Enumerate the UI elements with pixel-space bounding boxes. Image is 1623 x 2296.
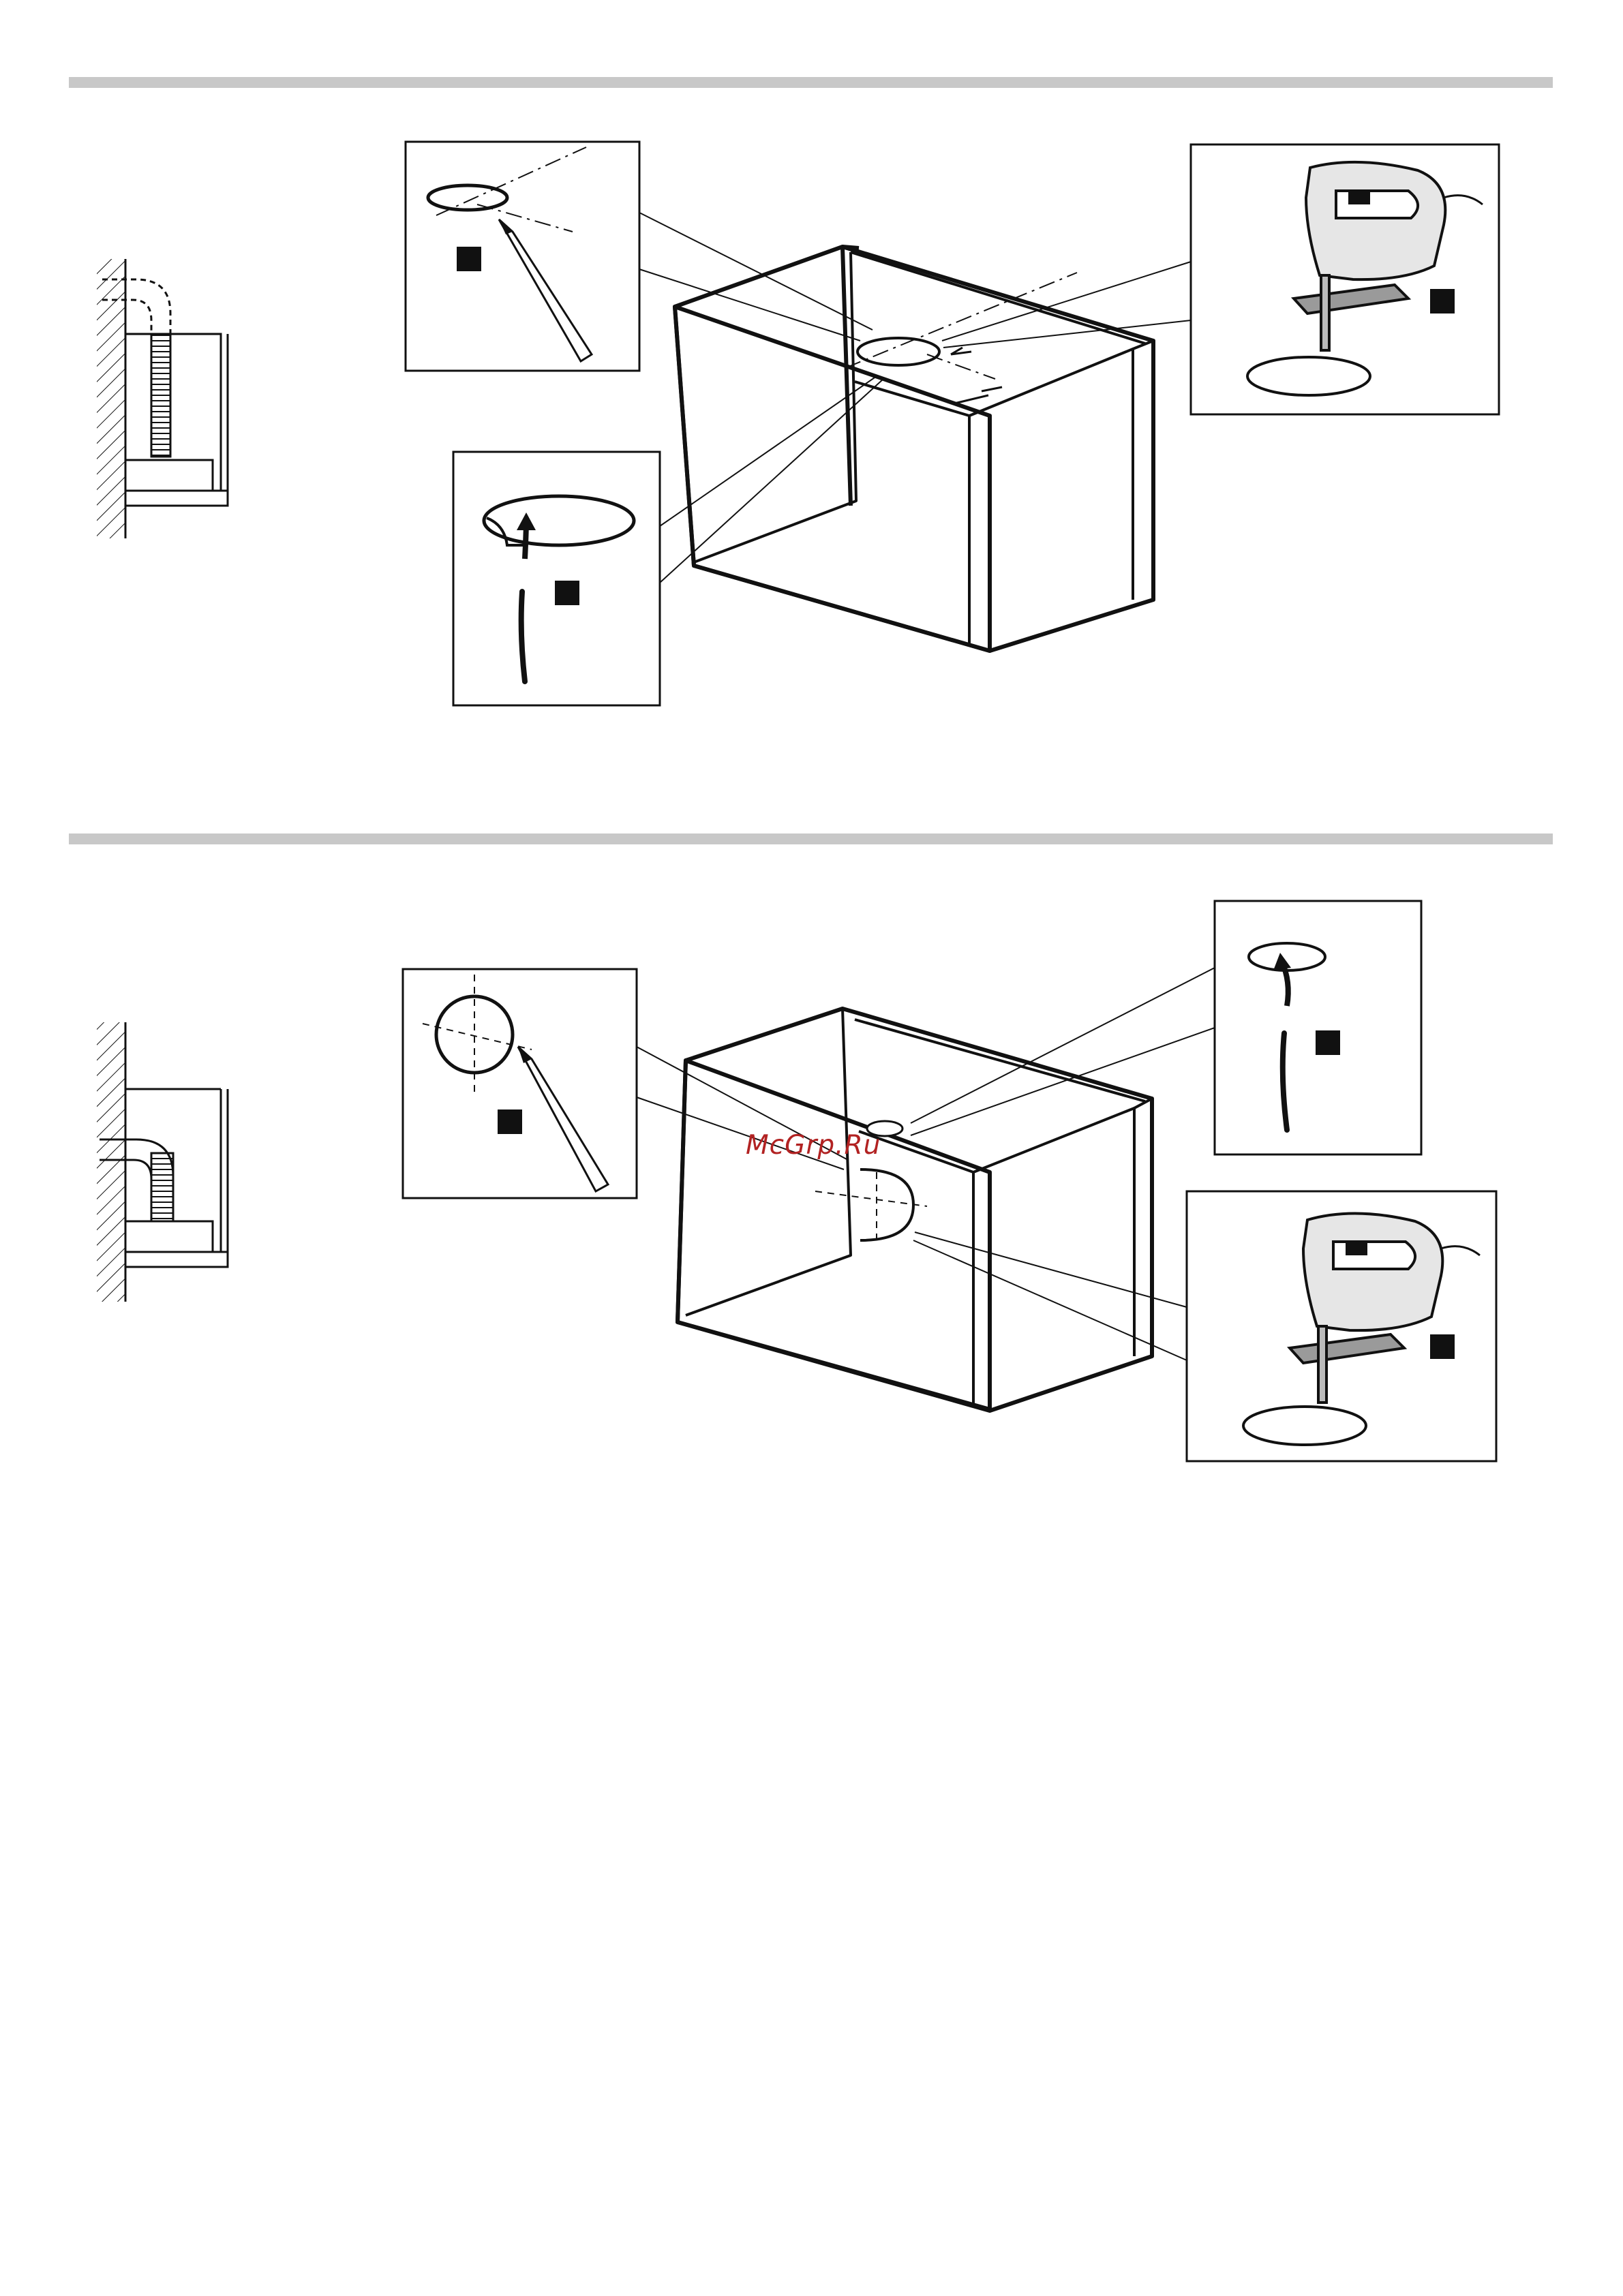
step-marker (1430, 289, 1455, 313)
inset-cutting-top (1191, 144, 1499, 414)
inset-cutting-rear (1187, 1191, 1496, 1461)
cabinet-rear-exit (678, 1009, 1152, 1411)
inset-removing-rear (1215, 901, 1421, 1154)
step-marker (1316, 1030, 1340, 1055)
side-view-rear-exit (97, 1022, 228, 1302)
section-divider-rear (69, 833, 1553, 844)
side-view-top-exit (97, 259, 228, 538)
section-divider-top (69, 77, 1553, 88)
step-marker (457, 247, 481, 271)
inset-marking-rear (403, 969, 637, 1198)
cabinet-top-exit (675, 247, 1153, 651)
step-marker (555, 581, 579, 605)
inset-marking-top (406, 142, 639, 371)
step-marker (1430, 1334, 1455, 1359)
watermark-text: McGrp.Ru (746, 1130, 881, 1161)
step-marker (498, 1109, 522, 1134)
inset-removing-top (453, 452, 660, 705)
